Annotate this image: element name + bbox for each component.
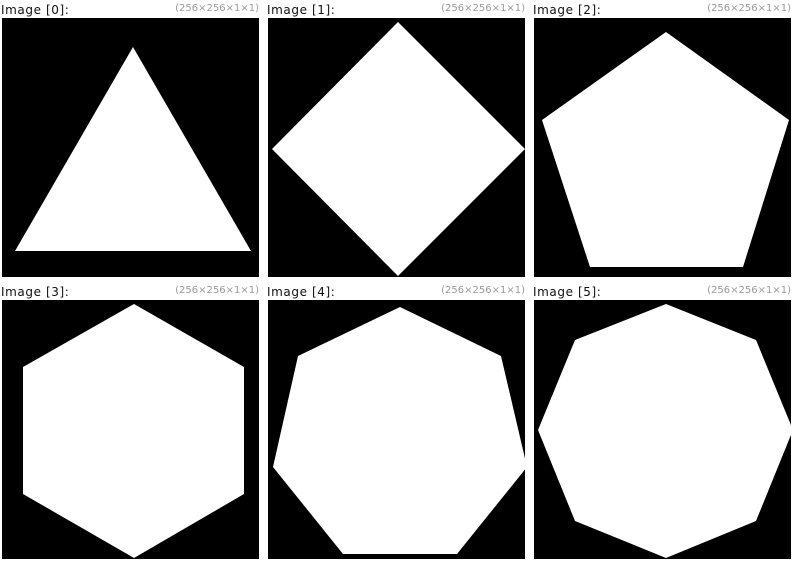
image-dimensions: (256×256×1×1) bbox=[707, 3, 791, 14]
hexagon-shape bbox=[23, 304, 244, 558]
triangle-shape-canvas bbox=[15, 47, 251, 251]
image-view[interactable] bbox=[534, 300, 791, 559]
image-panel-header: Image [2]: (256×256×1×1) bbox=[532, 0, 791, 18]
image-dimensions: (256×256×1×1) bbox=[707, 285, 791, 296]
image-panel-header: Image [4]: (256×256×1×1) bbox=[266, 282, 525, 300]
pentagon-shape-canvas bbox=[542, 32, 789, 267]
image-title: Image [4]: bbox=[267, 285, 336, 299]
image-dimensions: (256×256×1×1) bbox=[175, 285, 259, 296]
octagon-shape bbox=[538, 304, 791, 558]
diamond-shape bbox=[272, 22, 525, 276]
heptagon-shape bbox=[273, 307, 525, 554]
pentagon-shape bbox=[542, 32, 789, 267]
image-view[interactable] bbox=[268, 18, 525, 277]
diamond-shape-canvas bbox=[272, 22, 525, 276]
image-dimensions: (256×256×1×1) bbox=[175, 3, 259, 14]
image-view[interactable] bbox=[534, 18, 791, 277]
image-dimensions: (256×256×1×1) bbox=[441, 285, 525, 296]
image-title: Image [3]: bbox=[1, 285, 70, 299]
hexagon-shape-canvas bbox=[23, 304, 244, 558]
image-title: Image [1]: bbox=[267, 3, 336, 17]
image-title: Image [2]: bbox=[533, 3, 602, 17]
image-view[interactable] bbox=[2, 300, 259, 559]
image-title: Image [5]: bbox=[533, 285, 602, 299]
image-view[interactable] bbox=[268, 300, 525, 559]
image-panel-header: Image [1]: (256×256×1×1) bbox=[266, 0, 525, 18]
image-panel-header: Image [0]: (256×256×1×1) bbox=[0, 0, 259, 18]
image-panel-header: Image [3]: (256×256×1×1) bbox=[0, 282, 259, 300]
image-view[interactable] bbox=[2, 18, 259, 277]
octagon-shape-canvas bbox=[538, 304, 791, 558]
image-title: Image [0]: bbox=[1, 3, 70, 17]
heptagon-shape-canvas bbox=[273, 307, 525, 554]
triangle-shape bbox=[15, 47, 251, 251]
image-dimensions: (256×256×1×1) bbox=[441, 3, 525, 14]
image-panel-header: Image [5]: (256×256×1×1) bbox=[532, 282, 791, 300]
